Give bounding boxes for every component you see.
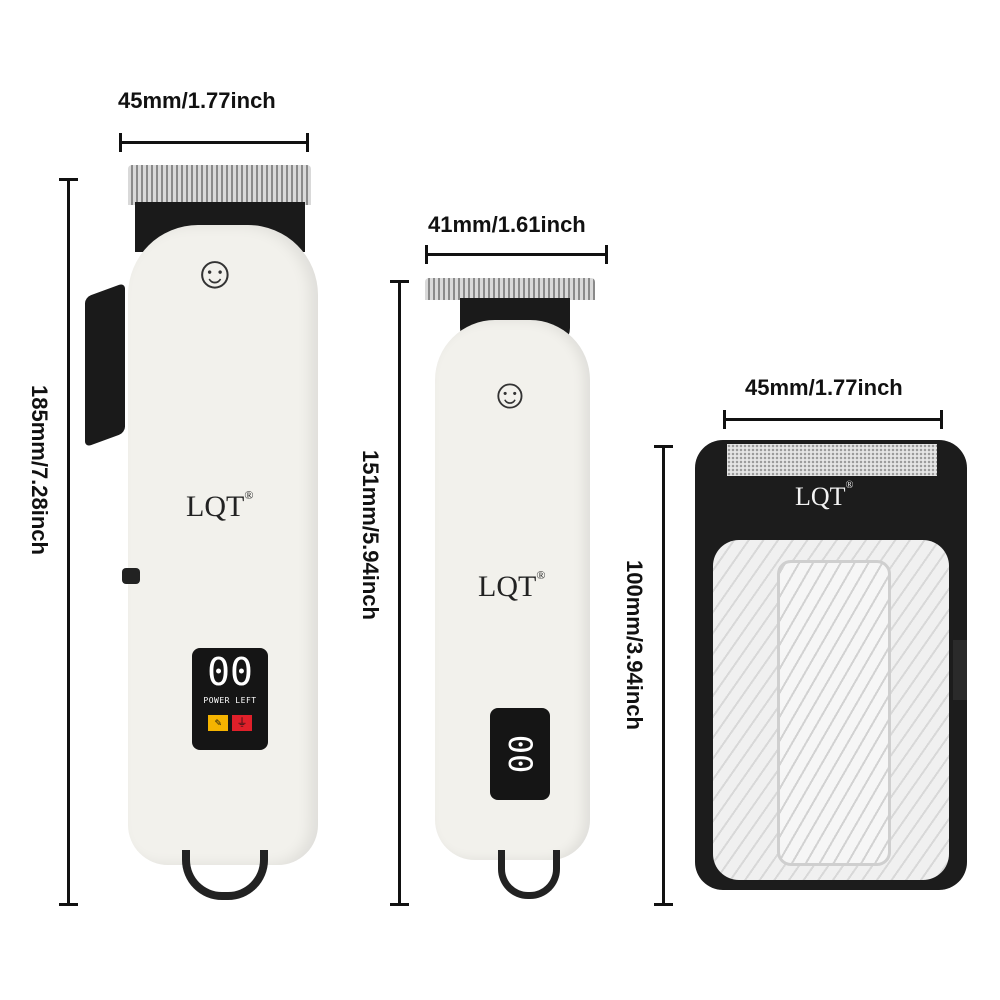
- shaver-width-line: [723, 410, 943, 429]
- clipper-blade: [128, 165, 311, 205]
- bearded-man-logo-icon: ☺: [191, 246, 239, 298]
- shaver-foil: [727, 444, 937, 476]
- power-left-caption: POWER LEFT: [203, 696, 257, 705]
- foil-shaver: LQT®: [695, 440, 967, 890]
- shaver-width-label: 45mm/1.77inch: [745, 375, 903, 400]
- trimmer-height-line: [390, 280, 409, 906]
- trimmer-blade: [425, 278, 595, 300]
- trimmer-width-label: 41mm/1.61inch: [428, 212, 586, 237]
- power-button: [953, 640, 967, 700]
- clipper-width-line: [119, 133, 309, 152]
- hang-loop: [498, 850, 560, 899]
- battery-readout: 00: [501, 734, 539, 774]
- clipper-display: 00 POWER LEFT ✎⏚: [192, 648, 268, 750]
- bearded-man-logo-icon: ☺: [488, 370, 532, 417]
- trimmer-height-label: 151mm/5.94inch: [358, 450, 383, 620]
- hang-loop: [182, 850, 268, 900]
- clipper-height-label: 185mm/7.28inch: [27, 385, 52, 555]
- clipper-body: [128, 225, 318, 865]
- trimmer-display: 00: [490, 708, 550, 800]
- hair-clipper: ☺ LQT® 00 POWER LEFT ✎⏚: [80, 160, 340, 900]
- shaver-center-grip: [777, 560, 891, 866]
- shaver-brand: LQT®: [795, 480, 854, 511]
- taper-lever: [85, 282, 125, 448]
- plug-icon: ⏚: [232, 715, 252, 731]
- shaver-height-label: 100mm/3.94inch: [622, 560, 647, 730]
- trimmer-width-line: [425, 245, 608, 264]
- power-switch: [122, 568, 140, 584]
- oil-icon: ✎: [208, 715, 228, 731]
- clipper-width-label: 45mm/1.77inch: [118, 88, 276, 113]
- t-blade-trimmer: ☺ LQT® 00: [420, 270, 600, 910]
- clipper-brand: LQT®: [186, 488, 254, 523]
- trimmer-brand: LQT®: [478, 568, 546, 603]
- shaver-height-line: [654, 445, 673, 906]
- clipper-height-line: [59, 178, 78, 906]
- battery-readout: 00: [207, 650, 253, 694]
